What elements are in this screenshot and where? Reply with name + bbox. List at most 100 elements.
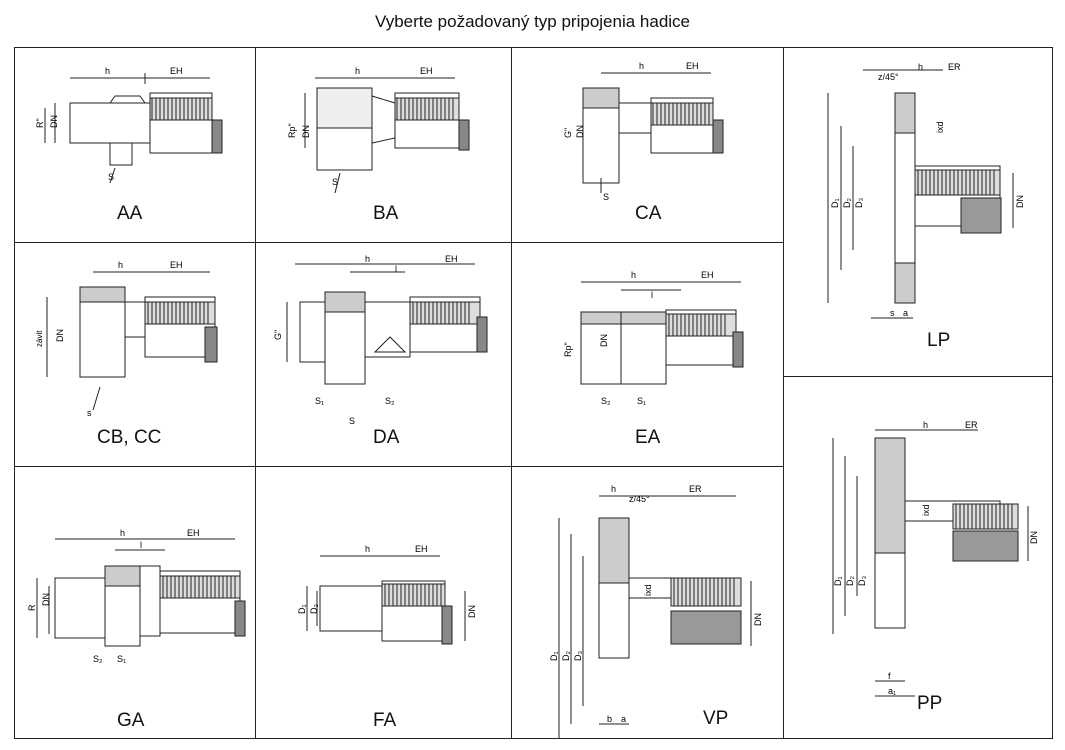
fitting-ba-drawing: h EH Rp" DN S: [287, 66, 470, 194]
dim-a1: a₁: [888, 686, 896, 696]
dim-h: h: [365, 254, 370, 264]
fitting-lp-drawing: z/45° h ER ixd D₁ D₂ D₃ DN s a: [827, 62, 1025, 319]
option-label: CB, CC: [97, 427, 162, 448]
dim-d1: D₁: [833, 576, 843, 586]
dim-d1: D₁: [830, 198, 840, 208]
fitting-cb-cc-drawing: h EH závit DN s: [35, 260, 218, 418]
dim-s2: S₂: [601, 396, 611, 406]
grid-divider: [511, 48, 512, 738]
dim-s: S: [603, 192, 609, 202]
dim-er: ER: [965, 420, 978, 430]
dim-a: a: [621, 714, 626, 724]
dim-a: a: [903, 308, 908, 318]
dim-z: z/45°: [629, 494, 650, 504]
option-label: BA: [373, 203, 399, 224]
dim-b: b: [607, 714, 612, 724]
dim-d2: D₂: [561, 651, 571, 661]
dim-eh: EH: [187, 528, 200, 538]
connection-type-grid: h EH R" DN S AA h EH Rp": [14, 47, 1053, 739]
grid-divider: [15, 466, 783, 467]
option-ba[interactable]: h EH Rp" DN S BA: [255, 48, 511, 242]
grid-divider: [783, 48, 784, 738]
dim-d3: D₃: [857, 576, 867, 586]
dim-dn: DN: [467, 605, 477, 618]
dim-eh: EH: [686, 61, 699, 71]
dim-s: s: [87, 408, 92, 418]
option-label: DA: [373, 427, 400, 448]
option-vp[interactable]: h z/45° ER ixd D₁ D₂ D₃ DN b a VP: [511, 466, 783, 738]
grid-divider: [783, 376, 1053, 377]
dim-s1: S₁: [637, 396, 646, 406]
dim-l: l: [651, 290, 653, 300]
dim-eh: EH: [415, 544, 428, 554]
dim-zavit: závit: [35, 330, 44, 347]
dim-h: h: [923, 420, 928, 430]
dim-h: h: [365, 544, 370, 554]
dim-er: ER: [689, 484, 702, 494]
fitting-aa-drawing: h EH R" DN S: [35, 66, 223, 184]
dim-h: h: [118, 260, 123, 270]
dim-dn: DN: [599, 334, 609, 347]
option-label: FA: [373, 710, 397, 731]
option-label: EA: [635, 427, 661, 448]
dim-dn: DN: [1029, 531, 1039, 544]
fitting-ca-drawing: h EH G" DN S: [563, 61, 724, 202]
option-label: AA: [117, 203, 143, 224]
dim-s1: S₁: [117, 654, 126, 664]
fitting-fa-drawing: h EH D₁ D₂ DN: [297, 544, 477, 645]
dim-dn: DN: [41, 593, 51, 606]
option-label: LP: [927, 330, 951, 351]
dim-r: R: [27, 604, 37, 611]
dim-d2: D₂: [309, 604, 319, 614]
dim-dn: DN: [49, 115, 59, 128]
option-lp[interactable]: z/45° h ER ixd D₁ D₂ D₃ DN s a LP: [783, 48, 1053, 376]
dim-er: ER: [948, 62, 961, 72]
dim-dn: DN: [1015, 195, 1025, 208]
dim-ixd: ixd: [935, 121, 945, 133]
grid-divider: [15, 242, 783, 243]
dim-l: l: [140, 540, 142, 550]
dim-eh: EH: [170, 66, 183, 76]
option-label: CA: [635, 203, 662, 224]
dim-eh: EH: [701, 270, 714, 280]
option-label: GA: [117, 710, 145, 731]
option-da[interactable]: h l EH G" S₁ S S₂ DA: [255, 242, 511, 466]
dim-h: h: [355, 66, 360, 76]
dim-z: z/45°: [878, 72, 899, 82]
dim-rp: Rp": [563, 342, 573, 357]
dim-f: f: [888, 671, 891, 681]
dim-d3: D₃: [573, 651, 583, 661]
dim-h: h: [611, 484, 616, 494]
dim-s: S: [349, 416, 355, 426]
fitting-da-drawing: h l EH G" S₁ S S₂: [273, 254, 488, 426]
dim-h: h: [631, 270, 636, 280]
option-ca[interactable]: h EH G" DN S CA: [511, 48, 783, 242]
option-ea[interactable]: h l EH Rp" DN S₂ S₁ EA: [511, 242, 783, 466]
dim-eh: EH: [420, 66, 433, 76]
option-cb-cc[interactable]: h EH závit DN s CB, CC: [15, 242, 255, 466]
option-label: VP: [703, 708, 729, 729]
page-title: Vyberte požadovaný typ pripojenia hadice: [374, 12, 691, 31]
option-fa[interactable]: h EH D₁ D₂ DN FA: [255, 466, 511, 738]
dim-s: S: [108, 172, 114, 182]
option-pp[interactable]: h ER ixd D₁ D₂ D₃ DN f a₁ PP: [783, 376, 1053, 738]
dim-h: h: [105, 66, 110, 76]
dim-dn: DN: [55, 329, 65, 342]
fitting-pp-drawing: h ER ixd D₁ D₂ D₃ DN f a₁: [832, 420, 1039, 697]
dim-h: h: [639, 61, 644, 71]
dim-ixd: ixd: [643, 584, 653, 596]
dim-s: S: [332, 177, 338, 187]
fitting-vp-drawing: h z/45° ER ixd D₁ D₂ D₃ DN b a: [549, 484, 763, 738]
dim-s1: S₁: [315, 396, 324, 406]
dim-s: s: [890, 308, 895, 318]
option-label: PP: [917, 693, 943, 714]
dim-d2: D₂: [845, 576, 855, 586]
dim-h: h: [120, 528, 125, 538]
dim-h: h: [918, 62, 923, 72]
option-aa[interactable]: h EH R" DN S AA: [15, 48, 255, 242]
option-ga[interactable]: h l EH R DN S₂ S₁ GA: [15, 466, 255, 738]
dim-r: R": [35, 118, 45, 128]
dim-d2: D₂: [842, 198, 852, 208]
grid-divider: [255, 48, 256, 738]
dim-eh: EH: [445, 254, 458, 264]
